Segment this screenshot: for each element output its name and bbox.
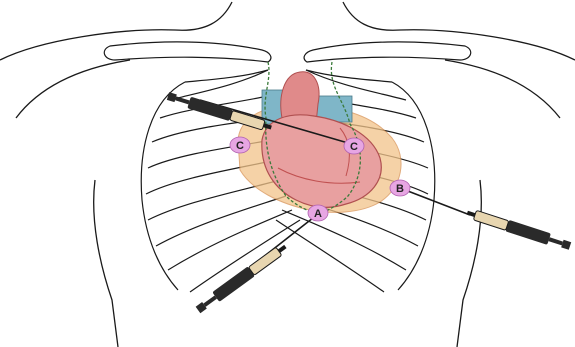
marker-c-left-label: C (236, 140, 244, 152)
marker-b: B (390, 180, 410, 196)
heart-region (238, 62, 401, 214)
marker-a: A (308, 205, 328, 221)
marker-a-label: A (314, 208, 322, 220)
syringe-icon (465, 207, 571, 252)
marker-c-right: C (344, 138, 364, 154)
marker-b-label: B (396, 183, 404, 195)
marker-c-left: C (230, 137, 250, 153)
syringe-icon (194, 242, 288, 315)
marker-c-right-label: C (350, 141, 358, 153)
clavicles (104, 42, 470, 62)
